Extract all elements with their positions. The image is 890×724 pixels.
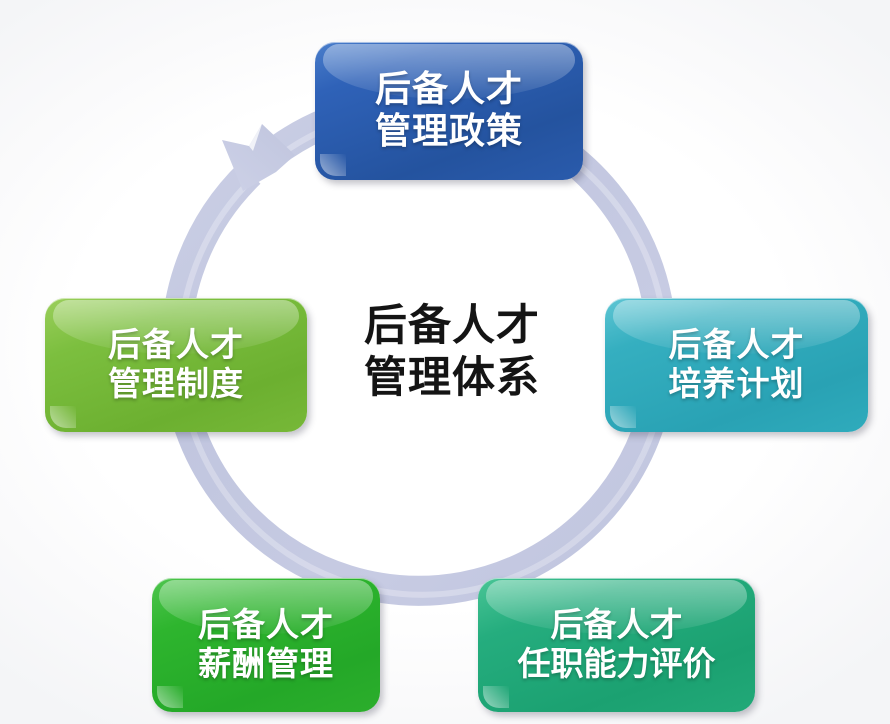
node-system-line-1: 后备人才 [108, 325, 244, 365]
ring-arrowhead [222, 124, 295, 191]
node-system-line-2: 管理制度 [108, 364, 244, 403]
node-policy-line-1: 后备人才 [374, 68, 523, 110]
node-plan[interactable]: 后备人才 培养计划 [605, 298, 868, 432]
node-policy-line-2: 管理政策 [374, 111, 523, 152]
node-policy[interactable]: 后备人才 管理政策 [315, 42, 583, 180]
node-assessment-line-1: 后备人才 [550, 605, 683, 645]
center-label-line-2: 管理体系 [364, 353, 540, 404]
node-plan-line-1: 后备人才 [668, 325, 805, 365]
node-assessment[interactable]: 后备人才 任职能力评价 [478, 578, 755, 712]
node-system[interactable]: 后备人才 管理制度 [45, 298, 307, 432]
node-salary-line-2: 薪酬管理 [198, 644, 334, 683]
node-salary[interactable]: 后备人才 薪酬管理 [152, 578, 380, 712]
center-label: 后备人才 管理体系 [332, 300, 572, 405]
node-salary-line-1: 后备人才 [198, 605, 334, 645]
node-assessment-line-2: 任职能力评价 [517, 644, 716, 683]
node-plan-line-2: 培养计划 [668, 364, 805, 403]
center-label-line-1: 后备人才 [364, 301, 540, 351]
